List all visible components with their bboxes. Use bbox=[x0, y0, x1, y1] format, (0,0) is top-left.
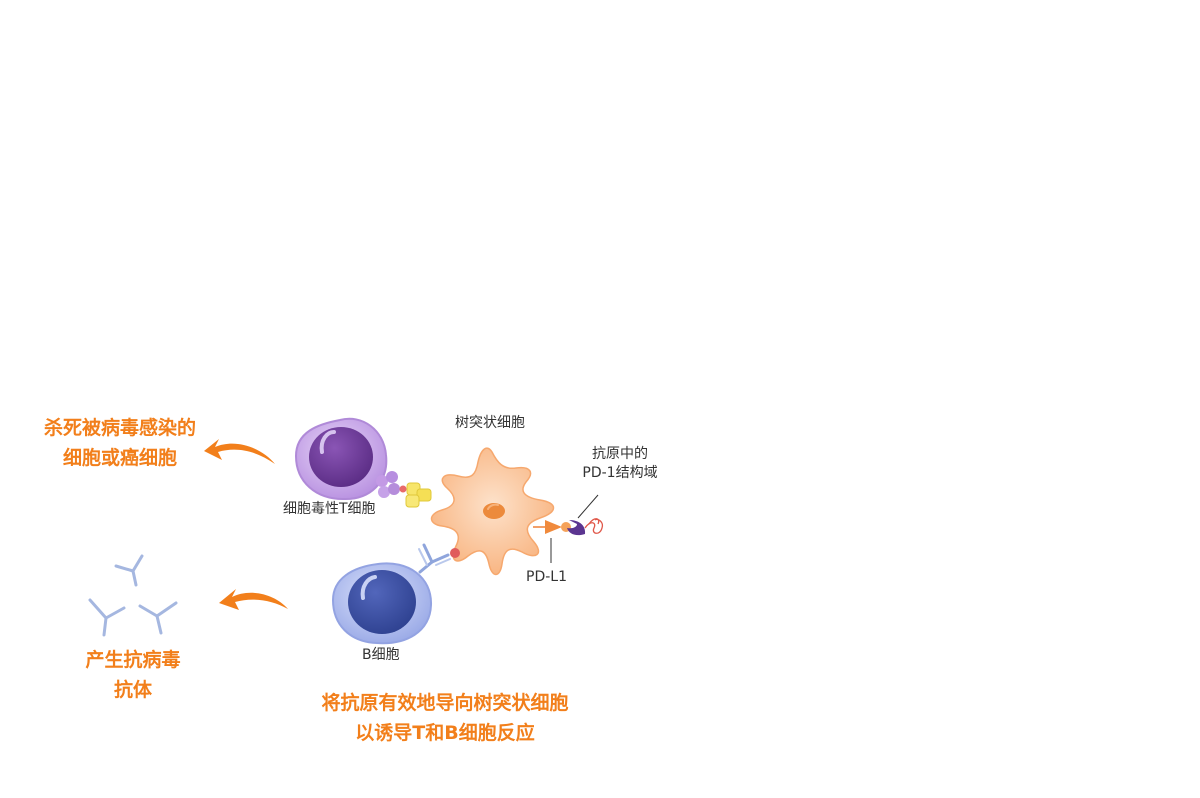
pd1-line-2: PD-1结构域 bbox=[582, 465, 658, 481]
kill-infected-cells-label: 杀死被病毒感染的 细胞或癌细胞 bbox=[20, 413, 220, 473]
t-cell-label: 细胞毒性T细胞 bbox=[283, 501, 376, 517]
pd-l1-label: PD-L1 bbox=[526, 569, 567, 585]
arrow-antibody-icon bbox=[219, 589, 288, 610]
antigen-dot-icon bbox=[450, 548, 460, 558]
pd1-line-1: 抗原中的 bbox=[592, 446, 648, 462]
arrow-kill-icon bbox=[204, 439, 275, 464]
dendritic-cell-icon bbox=[430, 447, 555, 576]
pd-l1-icon bbox=[533, 520, 571, 534]
antigen-targeting-label: 将抗原有效地导向树突状细胞 以诱导T和B细胞反应 bbox=[280, 688, 610, 748]
pd1-pointer-line bbox=[577, 494, 599, 519]
bottom-line-2: 以诱导T和B细胞反应 bbox=[355, 722, 535, 744]
antibody-line-2: 抗体 bbox=[113, 679, 152, 701]
antibody-production-label: 产生抗病毒 抗体 bbox=[60, 645, 206, 705]
pd-1-domain-icon bbox=[567, 518, 604, 536]
bottom-line-1: 将抗原有效地导向树突状细胞 bbox=[321, 692, 569, 714]
pd1-domain-label: 抗原中的 PD-1结构域 bbox=[565, 445, 675, 483]
b-cell-icon bbox=[331, 562, 433, 645]
kill-line-2: 细胞或癌细胞 bbox=[62, 447, 177, 469]
mhc-molecule-icon bbox=[405, 482, 432, 508]
b-cell-receptor-icon bbox=[418, 543, 451, 574]
b-cell-label: B细胞 bbox=[362, 647, 400, 663]
antibody-line-1: 产生抗病毒 bbox=[85, 649, 181, 671]
dendritic-cell-label: 树突状细胞 bbox=[455, 415, 525, 431]
t-cell-receptor-icon bbox=[376, 471, 407, 498]
t-cell-icon bbox=[294, 417, 388, 501]
kill-line-1: 杀死被病毒感染的 bbox=[43, 417, 196, 439]
antibody-icon bbox=[88, 554, 178, 637]
